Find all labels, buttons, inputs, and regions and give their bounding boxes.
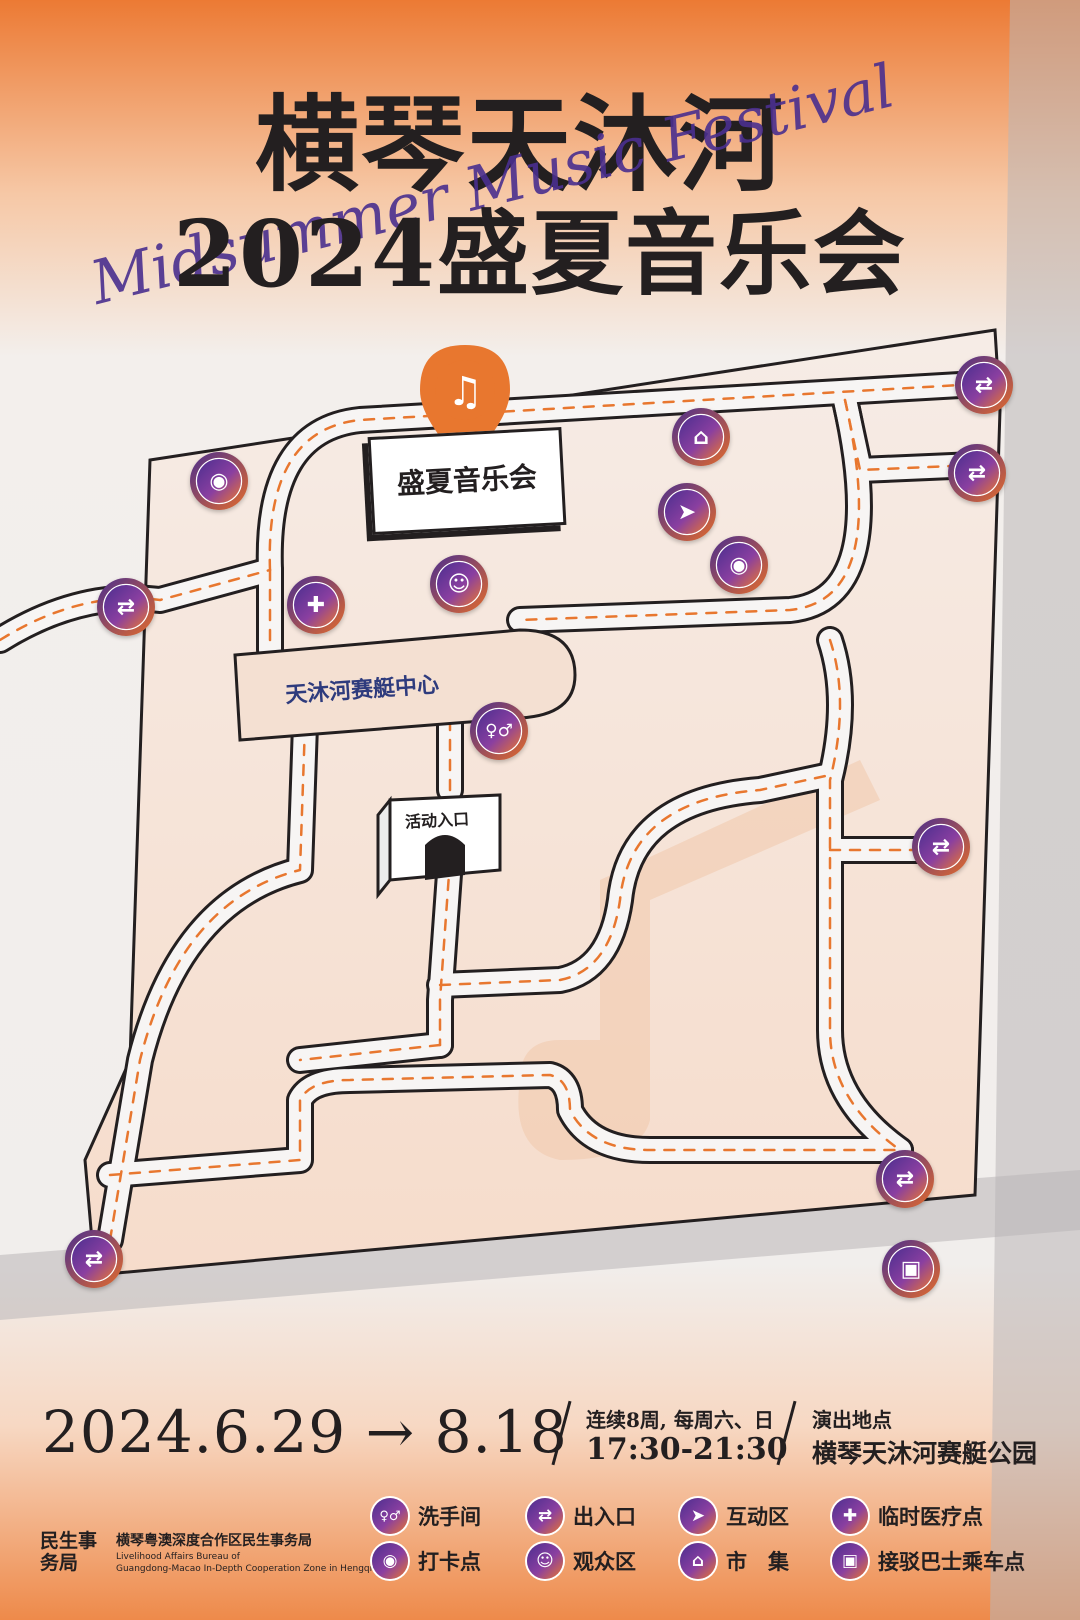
medical-cross-icon[interactable]: ✚ [287,576,345,634]
restroom-icon: ♀♂ [372,1498,408,1534]
legend-label: 接驳巴士乘车点 [878,1549,1025,1574]
camera-icon[interactable]: ◉ [190,452,248,510]
legend-item: ◉ 打卡点 [372,1543,481,1579]
title-line2: 2024盛夏音乐会 [172,200,908,308]
legend-label: 临时医疗点 [878,1504,983,1529]
legend-item: ▣ 接驳巴士乘车点 [832,1543,1025,1579]
audience-icon: ☺ [527,1543,563,1579]
legend-label: 观众区 [573,1549,636,1574]
venue-line2: 横琴天沐河赛艇公园 [812,1439,1038,1468]
stage-label[interactable]: 盛夏音乐会 [367,426,567,536]
market-icon[interactable]: ⌂ [672,408,730,466]
music-note-decoration [518,760,880,1160]
camera-icon[interactable]: ◉ [710,536,768,594]
park-boundary [83,328,1002,1277]
date-range: 2024.6.29 → 8.18 [42,1398,568,1466]
bus-icon: ▣ [832,1543,868,1579]
audience-icon[interactable]: ☺ [430,555,488,613]
legend-item: ♀♂ 洗手间 [372,1498,481,1534]
legend-item: ➤ 互动区 [680,1498,789,1534]
legend-label: 出入口 [573,1504,636,1529]
title-line1: 横琴天沐河 [254,83,785,206]
legend-label: 市 集 [726,1549,789,1574]
entrance-label[interactable]: 活动入口 [404,809,470,832]
exit-arrows-icon[interactable]: ⇄ [876,1150,934,1208]
bus-icon[interactable]: ▣ [882,1240,940,1298]
legend-label: 洗手间 [418,1504,481,1529]
stage-label-text: 盛夏音乐会 [396,460,538,501]
legend-label: 打卡点 [418,1549,481,1574]
organizer-name-cn: 横琴粤澳深度合作区民生事务局 [116,1533,312,1549]
exit-arrows-icon: ⇄ [527,1498,563,1534]
svg-text:♫: ♫ [447,369,483,415]
medical-cross-icon: ✚ [832,1498,868,1534]
schedule-line1: 连续8周, 每周六、日 [586,1408,774,1432]
exit-arrows-icon[interactable]: ⇄ [912,818,970,876]
exit-arrows-icon[interactable]: ⇄ [97,578,155,636]
exit-arrows-icon[interactable]: ⇄ [955,356,1013,414]
organizer-name-en-2: Guangdong-Macao In-Depth Cooperation Zon… [116,1564,378,1574]
legend-item: ☺ 观众区 [527,1543,636,1579]
organizer-logo: 民生事务局 [40,1530,98,1574]
market-icon: ⌂ [680,1543,716,1579]
legend-label: 互动区 [726,1504,789,1529]
restroom-icon[interactable]: ♀♂ [470,702,528,760]
schedule-line2: 17:30-21:30 [586,1432,788,1467]
roads [0,371,989,1254]
organizer-name-en-1: Livelihood Affairs Bureau of [116,1552,240,1562]
legend-item: ✚ 临时医疗点 [832,1498,983,1534]
exit-arrows-icon[interactable]: ⇄ [65,1230,123,1288]
legend-item: ⇄ 出入口 [527,1498,636,1534]
exit-arrows-icon[interactable]: ⇄ [948,444,1006,502]
entrance-gate-icon [376,793,502,900]
camera-icon: ◉ [372,1543,408,1579]
legend-item: ⌂ 市 集 [680,1543,789,1579]
paper-plane-icon[interactable]: ➤ [658,483,716,541]
paper-plane-icon: ➤ [680,1498,716,1534]
venue-line1: 演出地点 [812,1408,892,1432]
